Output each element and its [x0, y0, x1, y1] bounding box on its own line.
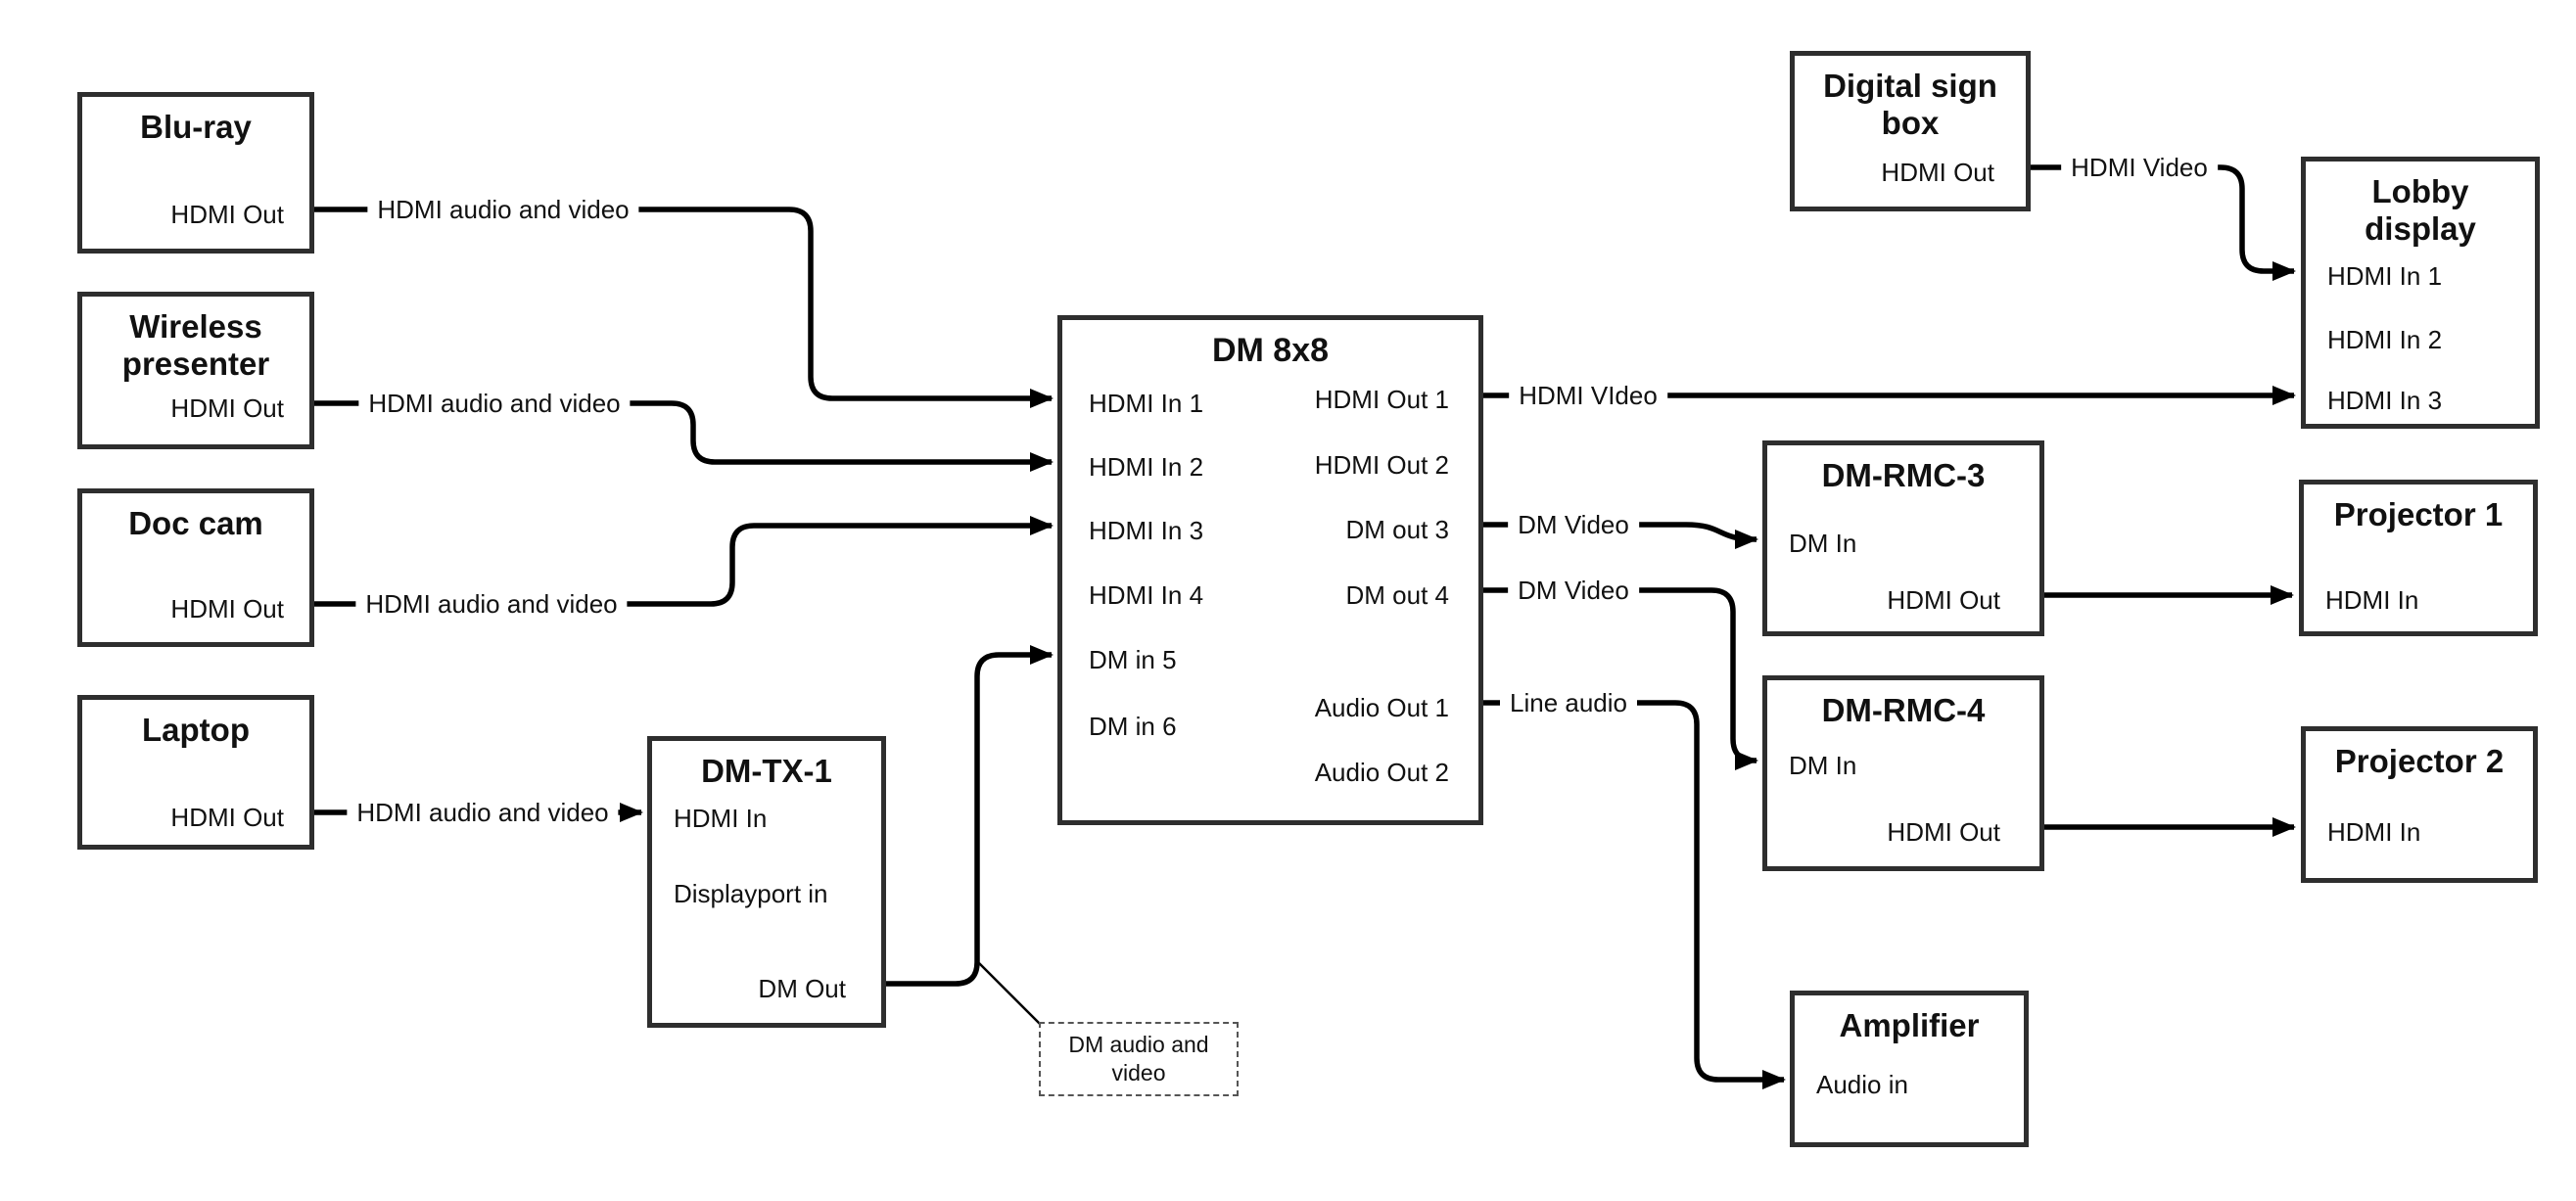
- port-audio-out-2: Audio Out 2: [1314, 758, 1449, 787]
- node-title: Projector 1: [2333, 496, 2504, 532]
- node-doc-cam: Doc cam HDMI Out: [77, 488, 314, 647]
- edge-wireless-to-dm8x8-in2: [314, 400, 1054, 472]
- port-dm-in: DM In: [1789, 751, 1857, 780]
- port-dm-in: DM In: [1789, 529, 1857, 558]
- node-dm-8x8: DM 8x8 HDMI In 1 HDMI In 2 HDMI In 3 HDM…: [1057, 315, 1483, 825]
- port-hdmi-out: HDMI Out: [170, 200, 284, 229]
- node-projector-2: Projector 2 HDMI In: [2301, 726, 2538, 883]
- node-title: DM-RMC-3: [1821, 457, 1986, 493]
- edge-doccam-to-dm8x8-in3: [314, 516, 1054, 607]
- node-dm-rmc-3: DM-RMC-3 DM In HDMI Out: [1762, 440, 2044, 636]
- port-hdmi-in: HDMI In: [2325, 585, 2419, 615]
- port-audio-in: Audio in: [1816, 1070, 1908, 1099]
- node-dm-rmc-4: DM-RMC-4 DM In HDMI Out: [1762, 675, 2044, 871]
- node-title: Laptop: [142, 712, 250, 748]
- edge-label-dm-video-out3: DM Video: [1508, 509, 1639, 540]
- port-dm-out-4: DM out 4: [1345, 580, 1450, 610]
- port-hdmi-out: HDMI Out: [170, 803, 284, 832]
- node-title: Amplifier: [1839, 1007, 1980, 1043]
- port-hdmi-out-2: HDMI Out 2: [1314, 450, 1449, 480]
- edge-label-hdmi-audio-video-1: HDMI audio and video: [367, 194, 639, 225]
- port-hdmi-in-4: HDMI In 4: [1089, 580, 1204, 610]
- port-hdmi-in-2: HDMI In 2: [2327, 325, 2443, 354]
- node-title: Lobby display: [2365, 173, 2476, 247]
- node-title: DM 8x8: [1211, 332, 1330, 369]
- edge-label-hdmi-audio-video-4: HDMI audio and video: [347, 797, 619, 828]
- port-dm-out-3: DM out 3: [1345, 515, 1450, 544]
- node-digital-sign-box: Digital sign box HDMI Out: [1790, 51, 2031, 211]
- edge-dmtx1-dmout-to-dm8x8-in5: [884, 645, 1054, 987]
- port-hdmi-in-3: HDMI In 3: [1089, 516, 1204, 545]
- port-dm-in-6: DM in 6: [1089, 712, 1177, 741]
- node-amplifier: Amplifier Audio in: [1790, 991, 2029, 1147]
- edge-label-hdmi-video-out1: HDMI VIdeo: [1509, 380, 1667, 411]
- node-title: DM-RMC-4: [1821, 692, 1986, 728]
- port-hdmi-out-1: HDMI Out 1: [1314, 385, 1449, 414]
- node-title: Doc cam: [128, 505, 263, 541]
- edge-dm8x8-out4-to-dmrmc4-dmin: [1483, 587, 1758, 770]
- edge-dm8x8-out3-to-dmrmc3-dmin: [1483, 522, 1758, 549]
- edge-label-line-audio: Line audio: [1500, 687, 1637, 718]
- edge-label-hdmi-audio-video-3: HDMI audio and video: [355, 588, 628, 620]
- node-bluray: Blu-ray HDMI Out: [77, 92, 314, 254]
- port-hdmi-in-1: HDMI In 1: [1089, 389, 1204, 418]
- note-dm-audio-and-video: DM audio and video: [1039, 1022, 1239, 1096]
- node-title: DM-TX-1: [701, 753, 832, 789]
- edge-label-hdmi-audio-video-2: HDMI audio and video: [358, 388, 631, 419]
- node-title: Blu-ray: [140, 109, 252, 145]
- node-dm-tx-1: DM-TX-1 HDMI In Displayport in DM Out: [647, 736, 886, 1028]
- node-wireless-presenter: Wireless presenter HDMI Out: [77, 292, 314, 449]
- port-hdmi-out: HDMI Out: [170, 393, 284, 423]
- node-lobby-display: Lobby display HDMI In 1 HDMI In 2 HDMI I…: [2301, 157, 2540, 429]
- port-displayport-in: Displayport in: [674, 879, 828, 908]
- port-dm-in-5: DM in 5: [1089, 645, 1177, 674]
- port-hdmi-out: HDMI Out: [1887, 817, 2000, 847]
- port-hdmi-out: HDMI Out: [1881, 158, 1994, 187]
- edge-dm8x8-audioout1-to-amplifier: [1483, 700, 1786, 1089]
- port-hdmi-out: HDMI Out: [170, 594, 284, 624]
- node-projector-1: Projector 1 HDMI In: [2299, 480, 2538, 636]
- node-laptop: Laptop HDMI Out: [77, 695, 314, 850]
- node-title: Projector 2: [2334, 743, 2505, 779]
- port-hdmi-in: HDMI In: [674, 804, 768, 833]
- node-title: Wireless presenter: [121, 308, 270, 382]
- note-callout-line: [978, 962, 1045, 1029]
- edge-label-hdmi-video-sign: HDMI Video: [2061, 152, 2218, 183]
- edge-digitalsign-to-lobby-in1: [2031, 164, 2296, 281]
- port-dm-out: DM Out: [758, 974, 846, 1003]
- edge-label-dm-video-out4: DM Video: [1508, 575, 1639, 606]
- port-hdmi-out: HDMI Out: [1887, 585, 2000, 615]
- port-audio-out-1: Audio Out 1: [1314, 693, 1449, 722]
- port-hdmi-in-3: HDMI In 3: [2327, 386, 2443, 415]
- node-title: Digital sign box: [1823, 68, 1997, 141]
- port-hdmi-in-2: HDMI In 2: [1089, 452, 1204, 482]
- port-hdmi-in-1: HDMI In 1: [2327, 261, 2443, 291]
- edge-bluray-to-dm8x8-in1: [314, 207, 1054, 408]
- port-hdmi-in: HDMI In: [2327, 817, 2421, 847]
